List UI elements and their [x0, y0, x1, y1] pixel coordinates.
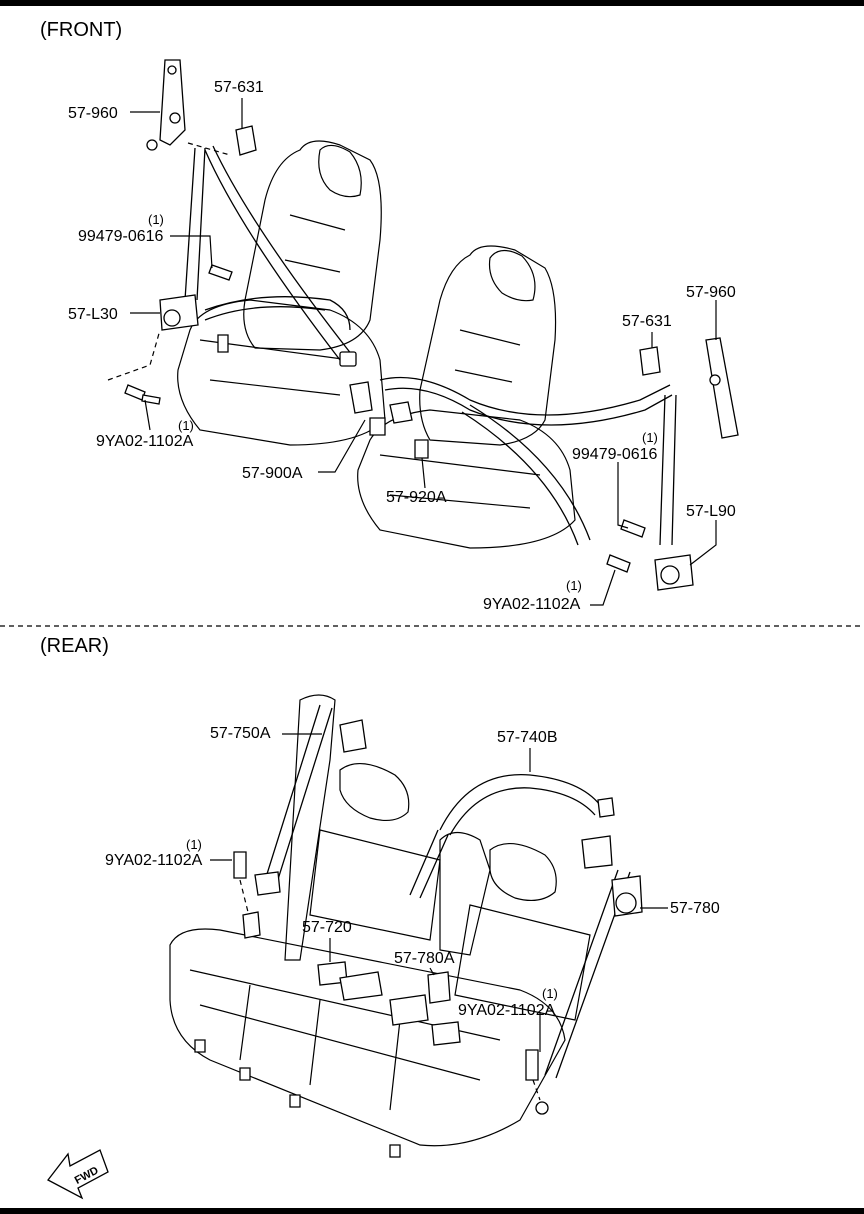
label-9ya02-1102a-rear-right: 9YA02-1102A	[458, 1002, 556, 1019]
front-left-retractor	[159, 294, 199, 331]
fwd-arrow-icon: FWD	[47, 1149, 109, 1200]
label-9ya02-1102a-right: 9YA02-1102A	[483, 596, 581, 613]
front-left-bolts	[124, 264, 233, 405]
label-57-920a: 57-920A	[386, 489, 447, 506]
label-57-720: 57-720	[302, 919, 352, 936]
qty-9ya02-left: (1)	[178, 418, 194, 433]
front-left-anchor-bracket	[146, 59, 186, 151]
label-57-740b: 57-740B	[497, 729, 558, 746]
rear-bolts	[233, 851, 549, 1115]
label-57-960-right: 57-960	[686, 284, 736, 301]
qty-9ya02-rear-right: (1)	[542, 986, 558, 1001]
rear-seat-back	[284, 694, 591, 1021]
front-section-title: (FRONT)	[40, 19, 122, 41]
front-left-guide-cover	[235, 125, 257, 156]
rear-right-belt	[544, 869, 643, 1079]
label-57-780: 57-780	[670, 900, 720, 917]
bottom-border	[0, 1208, 864, 1214]
label-57-l90: 57-L90	[686, 503, 736, 520]
label-9ya02-1102a-rear-left: 9YA02-1102A	[105, 852, 203, 869]
front-buckles	[349, 381, 429, 459]
front-leader-lines	[107, 98, 717, 606]
rear-section-title: (REAR)	[40, 635, 109, 657]
front-right-retractor	[654, 554, 694, 591]
label-99479-0616-left: 99479-0616	[78, 228, 164, 245]
label-57-960-left: 57-960	[68, 105, 118, 122]
rear-leader-lines	[210, 733, 668, 1101]
label-57-l30: 57-L30	[68, 306, 118, 323]
qty-9ya02-rear-left: (1)	[186, 837, 202, 852]
front-right-anchor-bracket	[705, 337, 739, 439]
front-right-guide-cover	[639, 346, 661, 376]
rear-seat-cushion	[169, 928, 566, 1158]
top-border	[0, 0, 864, 6]
front-right-seat	[357, 245, 576, 549]
front-left-belt	[184, 145, 357, 367]
label-57-631-left: 57-631	[214, 79, 264, 96]
rear-buckles	[317, 961, 461, 1046]
label-9ya02-1102a-left: 9YA02-1102A	[96, 433, 194, 450]
rear-center-belt	[409, 773, 615, 899]
rear-left-belt	[242, 704, 367, 939]
label-57-780a: 57-780A	[394, 950, 455, 967]
qty-99479-left: (1)	[148, 212, 164, 227]
label-57-750a: 57-750A	[210, 725, 271, 742]
front-right-belt	[379, 376, 677, 546]
label-99479-0616-right: 99479-0616	[572, 446, 658, 463]
qty-9ya02-right: (1)	[566, 578, 582, 593]
qty-99479-right: (1)	[642, 430, 658, 445]
label-57-631-right: 57-631	[622, 313, 672, 330]
label-57-900a: 57-900A	[242, 465, 303, 482]
